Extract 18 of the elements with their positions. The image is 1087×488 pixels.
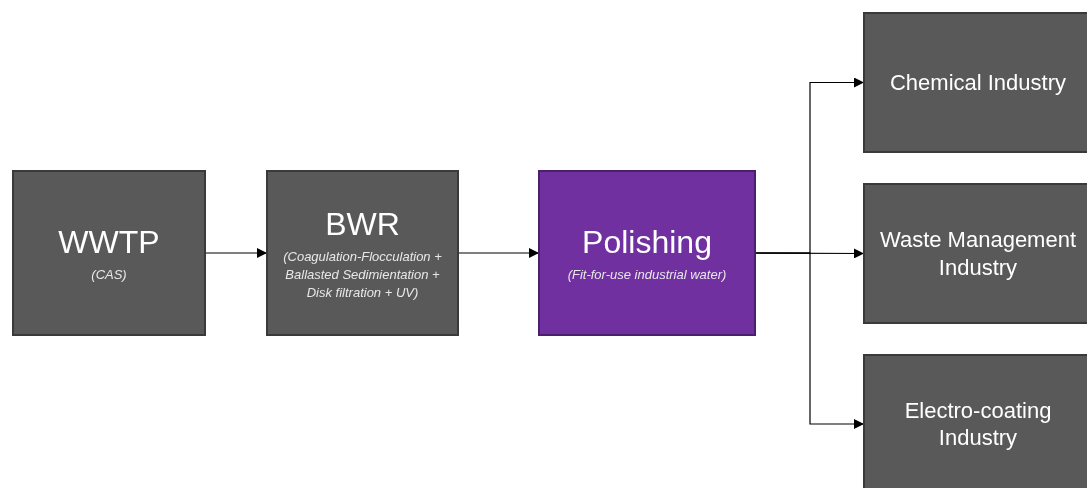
box-description: (CAS) bbox=[91, 265, 127, 284]
arrow bbox=[755, 252, 864, 429]
process-box bbox=[538, 170, 756, 336]
box-title: Waste Management Industry bbox=[878, 226, 1078, 281]
box-title: WWTP bbox=[58, 222, 160, 262]
process-box bbox=[266, 170, 459, 336]
box-title: Electro-coating Industry bbox=[903, 396, 1053, 452]
process-box bbox=[863, 183, 1087, 324]
box-title: Chemical Industry bbox=[889, 68, 1067, 97]
arrow bbox=[205, 248, 267, 258]
process-box bbox=[863, 12, 1087, 153]
box-description: (Coagulation-Flocculation + Ballasted Sedimientation + Disk filtration + UV) bbox=[282, 247, 443, 303]
arrow bbox=[458, 248, 539, 258]
box-title: BWR bbox=[325, 204, 400, 244]
box-description: (Fit-for-use industrial water) bbox=[567, 265, 727, 284]
box-title: Polishing bbox=[582, 222, 712, 262]
process-box bbox=[863, 354, 1087, 488]
process-box bbox=[12, 170, 206, 336]
